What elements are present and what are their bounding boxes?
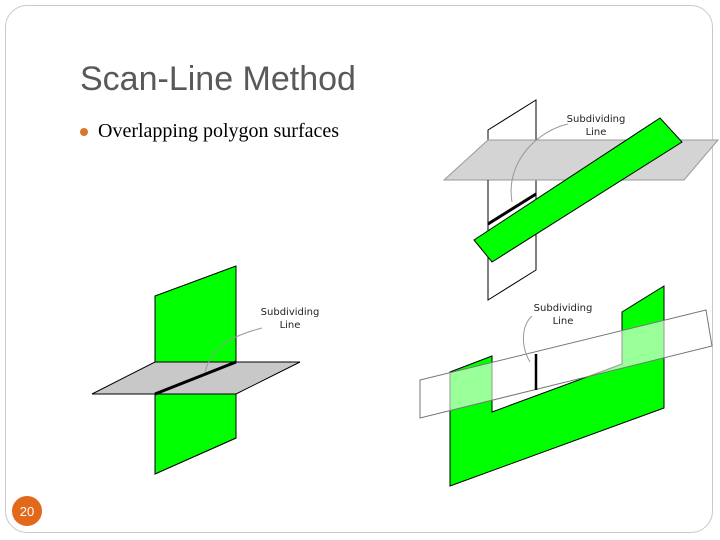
diagram-left: Subdividing Line [91, 265, 320, 475]
leader-line-br [523, 315, 533, 363]
bullet-text: Overlapping polygon surfaces [98, 120, 340, 142]
bullet-item: Overlapping polygon surfaces [80, 120, 339, 143]
label-left-line1: Subdividing [261, 307, 320, 318]
green-plane-left-front [154, 393, 237, 475]
slide-title: Scan-Line Method [80, 60, 356, 98]
diagram-top-right: Subdividing Line [442, 99, 720, 301]
bullet-icon [80, 127, 88, 136]
subdividing-line-tr [487, 192, 537, 226]
page-number-badge: 20 [12, 496, 42, 526]
label-br-line1: Subdividing [534, 303, 593, 314]
leader-line-tr [510, 123, 569, 203]
leader-line-left [204, 327, 263, 373]
label-tr-line2: Line [586, 127, 607, 138]
green-strip-tr [473, 117, 683, 263]
label-tr-line1: Subdividing [567, 114, 626, 125]
subdividing-line-left [154, 360, 237, 396]
white-strip-br [419, 309, 713, 419]
diagram-bottom-right: Subdividing Line [419, 285, 713, 487]
slide-frame [5, 5, 713, 533]
label-br-line2: Line [553, 316, 574, 327]
label-left-line2: Line [280, 320, 301, 331]
